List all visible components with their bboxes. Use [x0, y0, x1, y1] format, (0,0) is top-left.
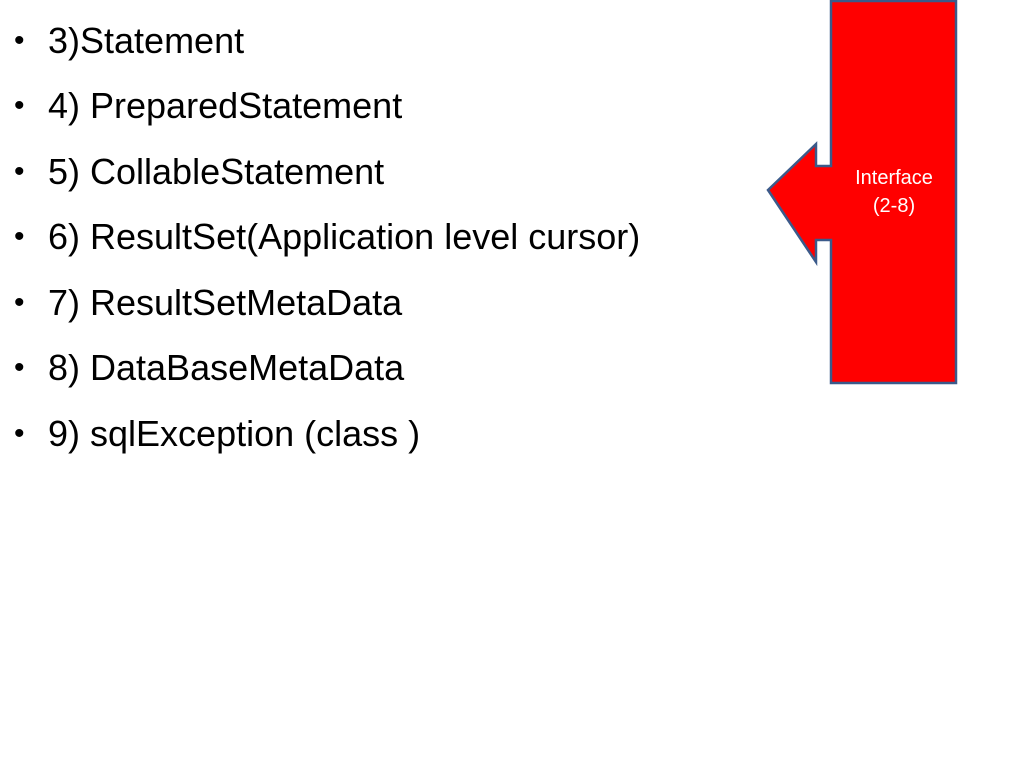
list-item: • 6) ResultSet(Application level cursor) [14, 205, 640, 271]
bullet-marker: • [14, 285, 25, 319]
list-item-text: 4) PreparedStatement [48, 85, 403, 127]
list-item: • 8) DataBaseMetaData [14, 336, 640, 402]
bullet-marker: • [14, 351, 25, 385]
bullet-marker: • [14, 89, 25, 123]
list-item-text: 8) DataBaseMetaData [48, 347, 405, 389]
bullet-marker: • [14, 416, 25, 450]
bullet-marker: • [14, 220, 25, 254]
bullet-list: • 3)Statement • 4) PreparedStatement • 5… [14, 8, 640, 467]
bullet-marker: • [14, 154, 25, 188]
callout-label: Interface (2-8) [832, 164, 956, 220]
bullet-marker: • [14, 23, 25, 57]
list-item-text: 3)Statement [48, 19, 245, 61]
list-item: • 7) ResultSetMetaData [14, 270, 640, 336]
list-item: • 3)Statement [14, 8, 640, 74]
list-item-text: 5) CollableStatement [48, 150, 385, 192]
callout-label-line1: Interface [855, 167, 933, 189]
interface-callout: Interface (2-8) [766, 0, 960, 386]
list-item-text: 9) sqlException (class ) [48, 412, 421, 454]
list-item-text: 6) ResultSet(Application level cursor) [48, 216, 641, 258]
list-item: • 5) CollableStatement [14, 139, 640, 205]
left-arrow-callout-shape [766, 0, 958, 385]
callout-label-line2: (2-8) [872, 195, 916, 217]
list-item-text: 7) ResultSetMetaData [48, 281, 403, 323]
list-item: • 4) PreparedStatement [14, 74, 640, 140]
list-item: • 9) sqlException (class ) [14, 401, 640, 467]
